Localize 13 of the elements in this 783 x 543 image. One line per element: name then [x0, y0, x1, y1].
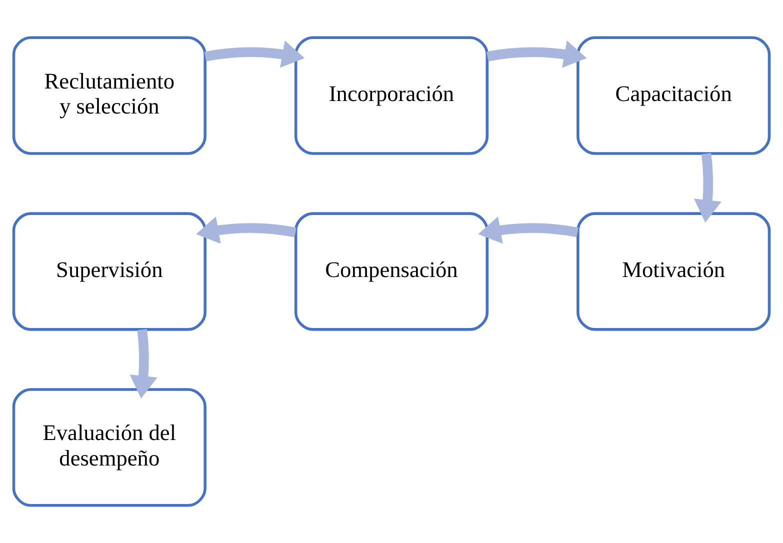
node-box: Compensación — [294, 212, 489, 331]
arrow — [130, 329, 158, 399]
node-box: Evaluación del desempeño — [12, 388, 206, 507]
arrow — [196, 216, 296, 244]
node-box: Motivación — [576, 212, 771, 331]
node-box: Reclutamiento y selección — [12, 36, 206, 155]
arrow — [478, 216, 578, 244]
node-box: Supervisión — [12, 212, 206, 331]
node-box: Capacitación — [576, 36, 771, 155]
arrow — [486, 40, 587, 68]
arrow — [204, 40, 305, 68]
node-box: Incorporación — [294, 36, 489, 155]
arrow — [694, 153, 722, 223]
